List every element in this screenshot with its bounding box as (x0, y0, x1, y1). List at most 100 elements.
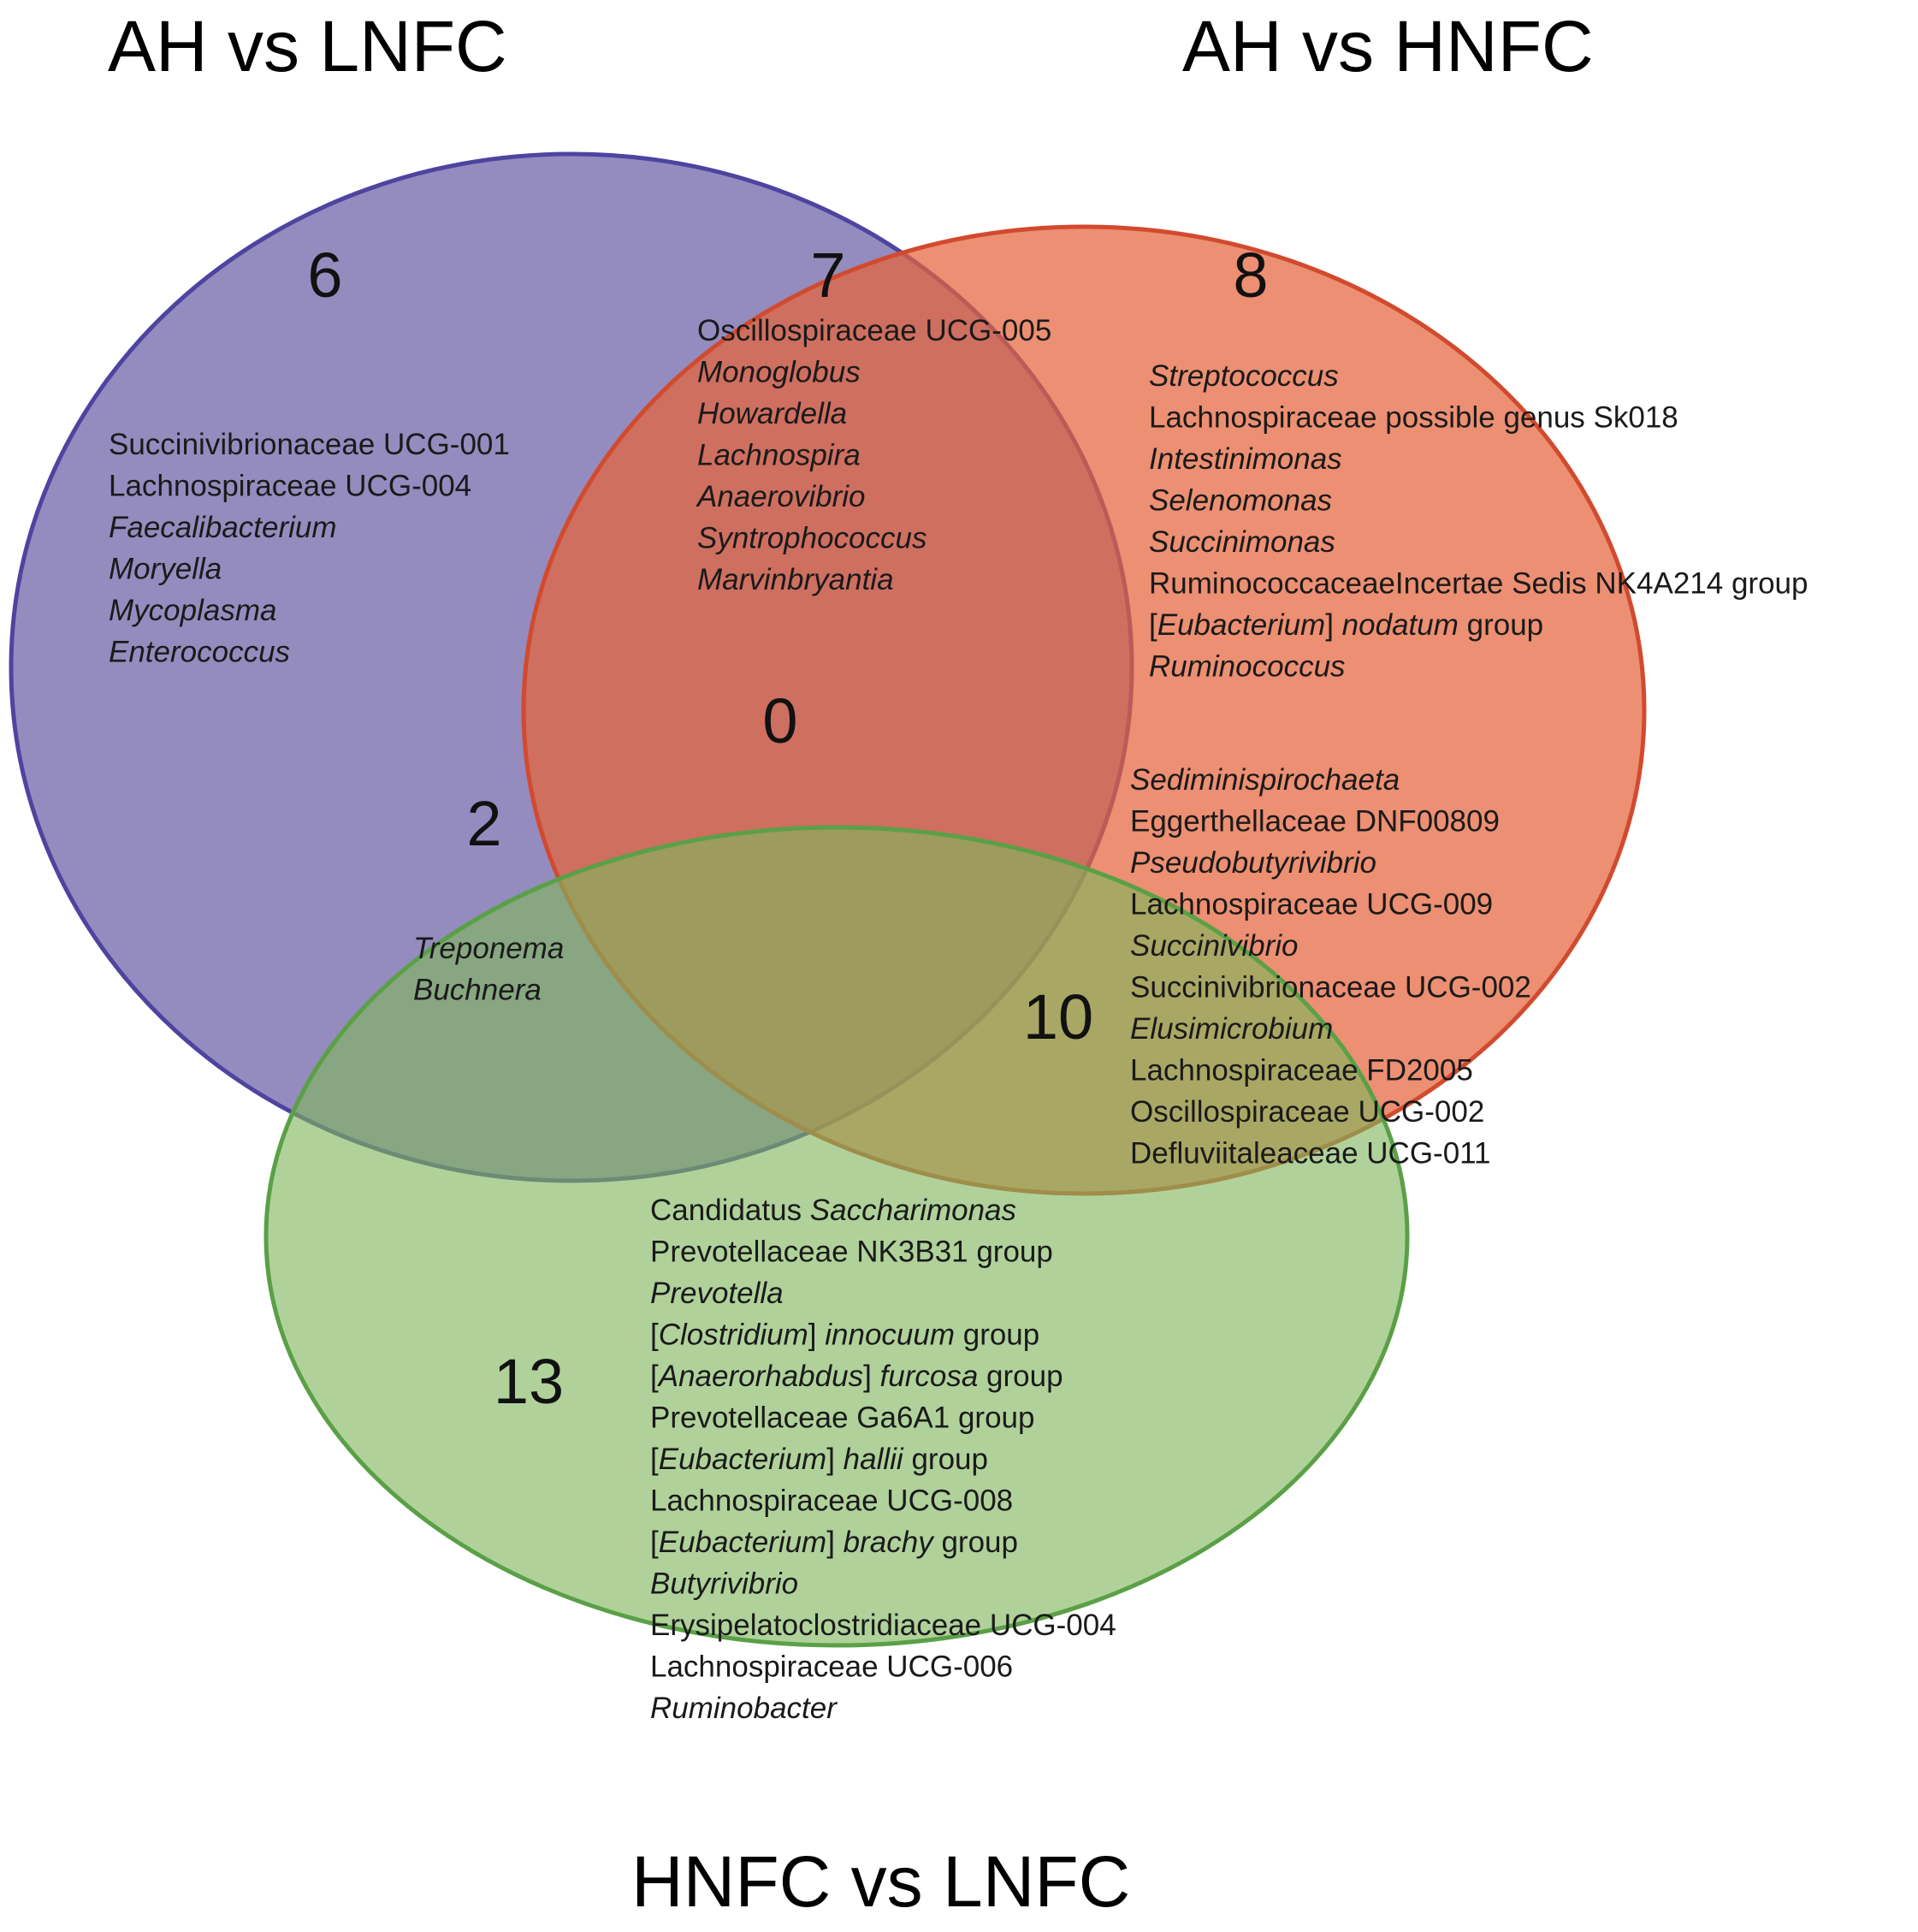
taxon-label: Monoglobus (697, 356, 861, 389)
taxon-text-segment: Lachnospiraceae possible genus Sk018 (1149, 401, 1678, 435)
taxon-italic-segment: Anaerorhabdus (657, 1360, 863, 1393)
count-a-only: 6 (307, 240, 342, 311)
taxon-label: Candidatus Saccharimonas (650, 1194, 1016, 1227)
taxon-text-segment: Oscillospiraceae UCG-005 (697, 314, 1051, 347)
taxon-italic-segment: Buchnera (413, 974, 542, 1007)
set-titles: AH vs LNFC AH vs HNFC HNFC vs LNFC (108, 6, 1594, 1922)
taxon-italic-segment: Clostridium (659, 1319, 808, 1352)
taxon-label: [Anaerorhabdus] furcosa group (650, 1360, 1063, 1393)
taxon-text-segment: Eggerthellaceae DNF00809 (1130, 805, 1500, 839)
taxon-text-segment: ] (1325, 608, 1341, 642)
taxon-label: Lachnospira (697, 439, 861, 472)
taxon-italic-segment: Selenomonas (1149, 484, 1332, 518)
taxon-italic-segment: Monoglobus (697, 356, 861, 389)
taxon-italic-segment: innocuum (825, 1319, 955, 1352)
taxon-text-segment: Prevotellaceae NK3B31 group (650, 1236, 1053, 1269)
taxon-label: Prevotella (650, 1277, 784, 1310)
taxon-label: Eggerthellaceae DNF00809 (1130, 805, 1500, 839)
taxon-italic-segment: Elusimicrobium (1130, 1012, 1333, 1046)
taxon-label: Elusimicrobium (1130, 1012, 1333, 1046)
taxon-label: Lachnospiraceae UCG-006 (650, 1650, 1013, 1684)
taxon-label: Ruminococcus (1149, 650, 1346, 684)
count-a-b: 7 (810, 240, 845, 311)
taxon-label: Succinivibrionaceae UCG-002 (1130, 971, 1531, 1005)
count-a-c: 2 (466, 788, 501, 859)
taxon-italic-segment: Ruminobacter (650, 1692, 838, 1725)
taxon-italic-segment: Ruminococcus (1149, 650, 1346, 684)
taxon-label: Pseudobutyrivibrio (1130, 846, 1376, 880)
taxon-text-segment: ] (808, 1319, 825, 1352)
taxon-text-segment: Lachnospiraceae UCG-009 (1130, 888, 1493, 922)
taxon-text-segment: RuminococcaceaeIncertae Sedis NK4A214 gr… (1149, 567, 1808, 601)
taxon-italic-segment: Moryella (109, 553, 222, 586)
taxon-label: Lachnospiraceae UCG-008 (650, 1485, 1013, 1518)
taxon-label: Succinivibrio (1130, 929, 1298, 963)
taxon-label: Prevotellaceae NK3B31 group (650, 1236, 1053, 1269)
taxon-label: Marvinbryantia (697, 563, 894, 596)
taxon-italic-segment: Mycoplasma (109, 594, 276, 627)
taxon-italic-segment: Faecalibacterium (109, 511, 337, 544)
taxon-text-segment: [ (1149, 608, 1157, 642)
taxon-text-segment: Lachnospiraceae UCG-004 (109, 470, 471, 503)
taxon-text-segment: group (1459, 608, 1543, 642)
taxon-label: Succinivibrionaceae UCG-001 (109, 428, 510, 461)
taxon-label: Mycoplasma (109, 594, 276, 627)
taxon-label: Oscillospiraceae UCG-002 (1130, 1095, 1484, 1129)
set-circles (9, 151, 1647, 1648)
taxon-text-segment: Lachnospiraceae FD2005 (1130, 1054, 1473, 1087)
taxon-text-segment: ] (826, 1526, 843, 1559)
taxon-italic-segment: Succinimonas (1149, 525, 1335, 559)
taxon-italic-segment: Lachnospira (697, 439, 861, 472)
taxon-italic-segment: Butyrivibrio (650, 1568, 798, 1601)
taxon-text-segment: Erysipelatoclostridiaceae UCG-004 (650, 1609, 1116, 1642)
taxon-italic-segment: Howardella (697, 397, 847, 430)
taxon-label: RuminococcaceaeIncertae Sedis NK4A214 gr… (1149, 567, 1808, 601)
count-b-only: 8 (1233, 240, 1268, 311)
taxon-label: Treponema (413, 932, 564, 965)
taxon-label: [Clostridium] innocuum group (650, 1319, 1039, 1352)
taxon-text-segment: Prevotellaceae Ga6A1 group (650, 1402, 1034, 1435)
taxon-italic-segment: nodatum (1342, 608, 1459, 642)
taxon-text-segment: Succinivibrionaceae UCG-002 (1130, 971, 1531, 1005)
taxon-italic-segment: Saccharimonas (810, 1194, 1016, 1227)
taxon-label: Prevotellaceae Ga6A1 group (650, 1402, 1034, 1435)
taxon-label: Buchnera (413, 974, 542, 1007)
taxon-text-segment: [ (650, 1319, 659, 1352)
taxon-text-segment: ] (863, 1360, 879, 1393)
taxon-label: Streptococcus (1149, 359, 1339, 393)
taxon-italic-segment: Syntrophococcus (697, 522, 926, 555)
count-a-b-c: 0 (762, 685, 797, 756)
taxon-label: Defluviitaleaceae UCG-011 (1130, 1137, 1491, 1170)
set-title-b: AH vs HNFC (1182, 6, 1594, 86)
taxon-italic-segment: Streptococcus (1149, 359, 1339, 393)
taxon-label: Oscillospiraceae UCG-005 (697, 314, 1051, 347)
taxon-italic-segment: Sediminispirochaeta (1130, 763, 1400, 797)
taxon-italic-segment: Marvinbryantia (697, 563, 894, 596)
taxon-text-segment: Oscillospiraceae UCG-002 (1130, 1095, 1484, 1129)
taxon-text-segment: [ (650, 1443, 659, 1476)
taxon-text-segment: group (955, 1319, 1039, 1352)
taxon-label: Sediminispirochaeta (1130, 763, 1400, 797)
taxon-label: Intestinimonas (1149, 442, 1342, 476)
taxon-label: Erysipelatoclostridiaceae UCG-004 (650, 1609, 1116, 1642)
taxon-label: [Eubacterium] hallii group (650, 1443, 988, 1476)
taxon-label: Lachnospiraceae possible genus Sk018 (1149, 401, 1678, 435)
region-counts: 6 7 8 0 2 10 13 (307, 240, 1268, 1417)
count-b-c: 10 (1023, 981, 1093, 1052)
taxon-label: Succinimonas (1149, 525, 1335, 559)
taxon-label: Anaerovibrio (696, 480, 866, 513)
taxon-text-segment: [ (650, 1360, 659, 1393)
taxon-text-segment: Lachnospiraceae UCG-008 (650, 1485, 1013, 1518)
set-title-c: HNFC vs LNFC (631, 1841, 1130, 1922)
taxon-italic-segment: brachy (844, 1526, 936, 1559)
taxon-label: [Eubacterium] brachy group (650, 1526, 1018, 1559)
taxon-label: Enterococcus (109, 636, 290, 669)
taxon-label: [Eubacterium] nodatum group (1149, 608, 1543, 642)
